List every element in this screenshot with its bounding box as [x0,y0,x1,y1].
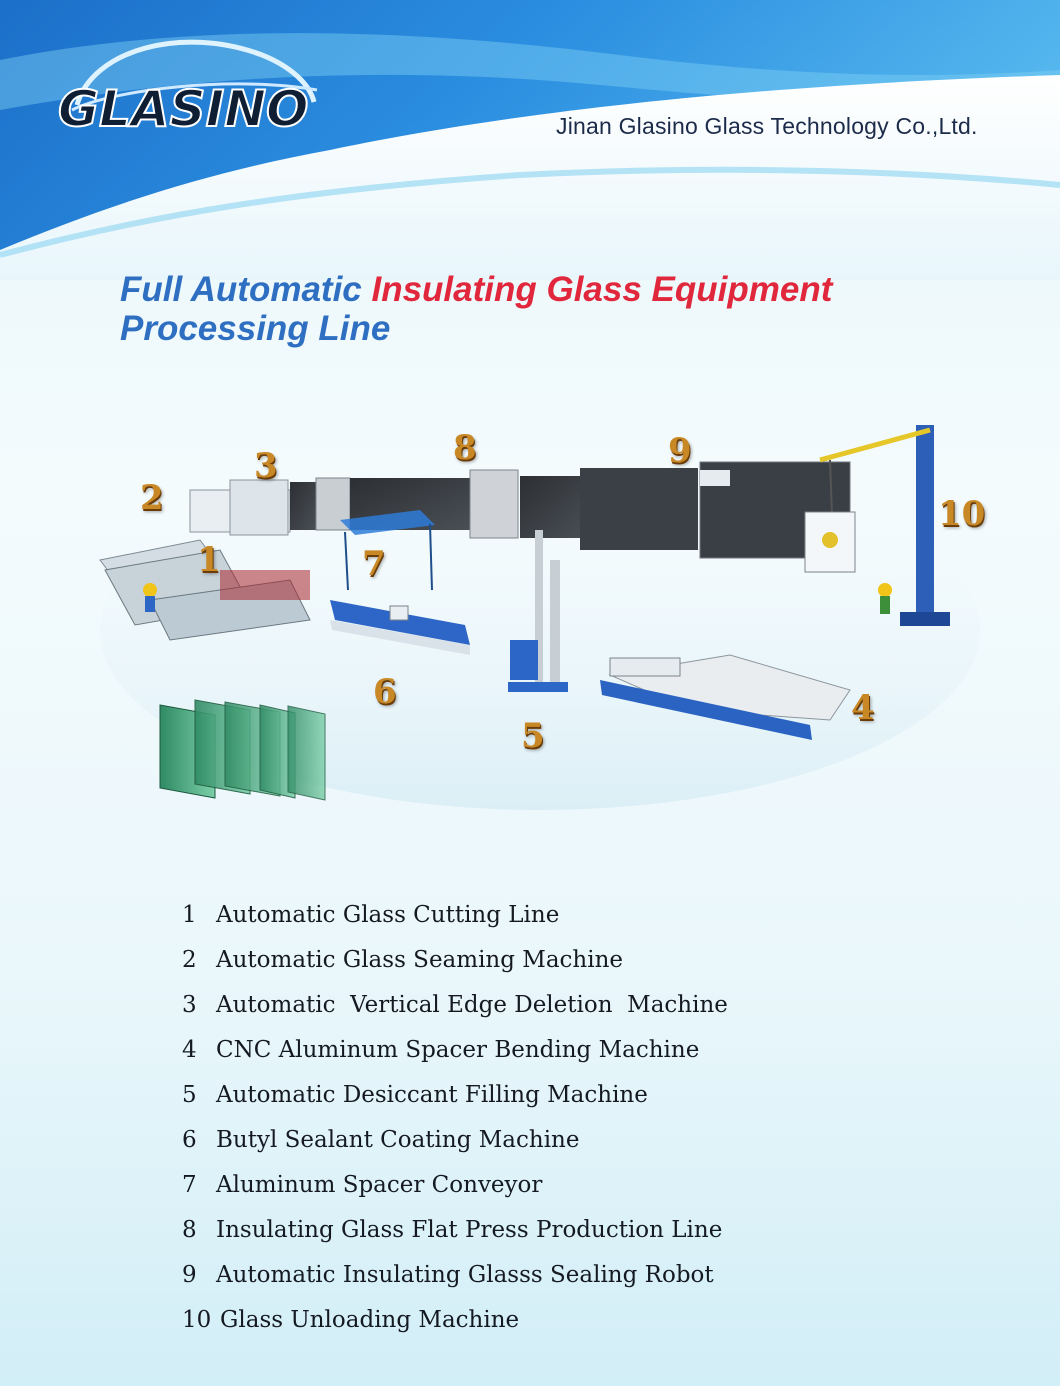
badge-9: 9 [668,431,692,471]
badge-5: 5 [521,716,545,756]
badge-2: 2 [140,478,164,518]
header-banner [0,0,1060,280]
badge-7: 7 [362,544,386,584]
butyl-coating-machine [330,600,470,655]
equipment-illustration [99,425,980,810]
glass-unloading-crane [804,425,950,626]
company-name: Jinan Glasino Glass Technology Co.,Ltd. [556,113,978,139]
title-line2: Processing Line [120,309,391,348]
insulating-glass-samples [159,699,326,801]
cutting-line [99,539,311,641]
page-title: Full Automatic Insulating Glass Equipmen… [120,270,832,348]
title-part-red: Insulating Glass Equipment [371,270,833,309]
desiccant-filling-machine [508,530,568,692]
svg-text:GLASINO: GLASINO [58,80,309,138]
badge-4: 4 [851,688,875,728]
title-part-blue: Full Automatic [120,270,372,309]
badge-3: 3 [254,446,278,486]
badge-8: 8 [453,428,477,468]
spacer-conveyor-canopy [340,510,435,591]
badge-1: 1 [197,540,221,580]
glasino-logo: GLASINO [57,39,318,139]
badge-6: 6 [373,672,397,712]
badge-10: 10 [938,494,986,534]
spacer-bending-machine [600,654,851,740]
vertical-production-line [189,461,851,559]
